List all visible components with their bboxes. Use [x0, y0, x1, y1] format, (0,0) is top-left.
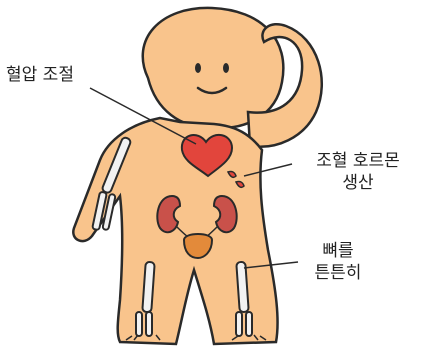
hormone-label: 조혈 호르몬 생산 — [296, 150, 420, 194]
bone-label: 뼈를 튼튼히 — [300, 240, 376, 284]
head — [143, 8, 284, 128]
bone-label-line2: 튼튼히 — [300, 262, 376, 284]
bone-label-line1: 뼈를 — [300, 240, 376, 262]
hormone-label-line1: 조혈 호르몬 — [296, 150, 420, 172]
right-eye — [223, 63, 229, 73]
hormone-label-line2: 생산 — [296, 172, 420, 194]
blood-pressure-label: 혈압 조절 — [6, 64, 74, 86]
left-eye — [195, 63, 201, 73]
